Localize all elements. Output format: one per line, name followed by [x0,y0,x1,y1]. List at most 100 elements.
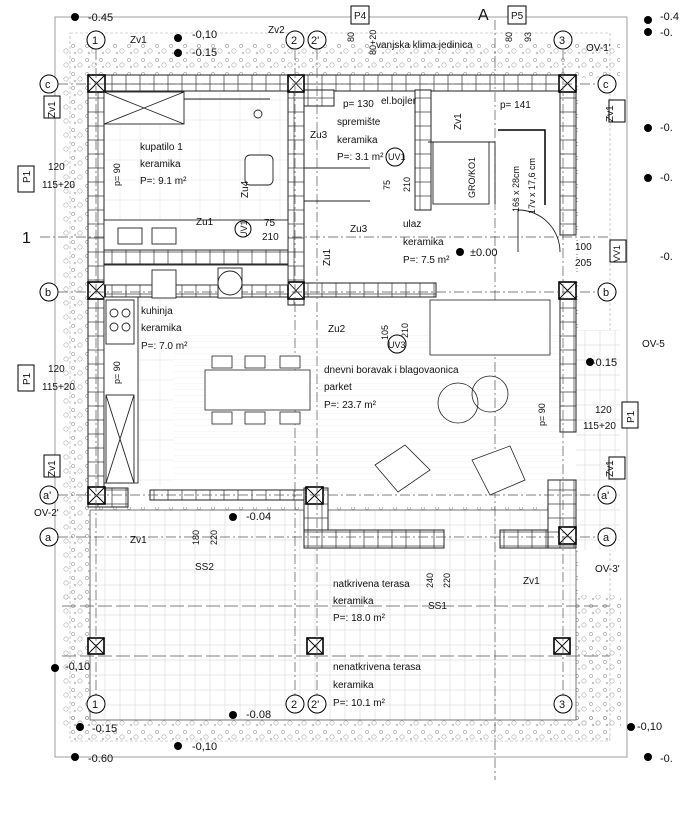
label-p90b: p= 90 [112,361,122,384]
label-zv1-l1: Zv1 [47,101,58,118]
label-lvl-r4: -0. [660,172,673,184]
label-klima: vanjska klima jedinica [376,40,473,51]
label-axis-b-l: b [45,287,51,299]
label-d80a: 80 [346,32,356,42]
label-zv2: Zv2 [268,25,285,36]
label-d115c: 115+20 [583,421,616,432]
label-axis-2p-top: 2' [311,35,319,47]
label-d105: 105 [380,325,390,340]
label-dn-area: P=: 23.7 m² [324,400,377,411]
label-stair2: 17v x 17,6 cm [527,158,537,214]
label-lvl-000: ±0.00 [470,247,497,259]
label-lvl-m045: -0.45 [88,12,113,24]
label-nenat-ker: keramika [333,680,374,691]
label-axis-ap-r: a' [601,490,609,502]
label-d220b: 220 [442,573,452,588]
label-uv3: UV3 [388,340,406,350]
label-p90a: p= 90 [112,163,122,186]
label-zu3b: Zu3 [350,224,368,235]
label-d210a: 210 [402,177,412,192]
label-ov2p: OV-2' [34,508,59,519]
label-spr-area: P=: 3.1 m² [337,152,384,163]
label-spremiste: spremište [337,117,381,128]
label-axis-3-top: 3 [559,35,565,47]
label-ss1: SS1 [428,601,447,612]
label-lvl-m060: -0.60 [88,753,113,765]
label-axis-2-bot: 2 [291,699,297,711]
label-lvl-m015-top: -0.15 [192,47,217,59]
label-kup-name: kupatilo 1 [140,142,183,153]
label-lvl-r3: -0. [660,122,673,134]
label-lvl-r6: -0. [660,753,673,765]
label-axis-b-r: b [603,287,609,299]
label-axis-a-l: a [45,532,52,544]
label-zu1b: Zu1 [322,248,333,266]
label-zv1-r2: Zv1 [605,460,616,477]
label-lvl-m010-l: -0,10 [65,661,90,673]
label-d100: 100 [575,242,592,253]
label-stair1: 16š x 28cm [511,166,521,212]
label-uv1-a: UV1 [388,152,406,162]
label-d210b: 210 [262,232,279,243]
label-uv1-b: UV1 [239,220,249,238]
label-lvl-m010-r: -0,10 [637,721,662,733]
label-axis-a-r: a [603,532,610,544]
label-zu2: Zu2 [328,324,346,335]
label-dn-par: parket [324,382,352,393]
label-nenat: nenatkrivena terasa [333,662,421,673]
label-axis-c-l: c [45,79,51,91]
label-d120b: 120 [48,364,65,375]
label-p5: P5 [511,11,524,22]
label-ov1p: OV-1' [586,43,611,54]
label-p130: p= 130 [343,99,374,110]
label-zv1-r1: Zv1 [605,105,616,122]
label-d220a: 220 [209,530,219,545]
label-kuh: kuhinja [141,306,173,317]
label-d115b: 115+20 [42,382,75,393]
label-p141: p= 141 [500,100,531,111]
label-groko: GRO/KO1 [467,157,477,198]
label-lvl-r5: -0. [660,251,673,263]
label-d93: 93 [523,32,533,42]
label-d120c: 120 [595,405,612,416]
label-ulaz-ker: keramika [403,237,444,248]
label-d80b: 80 [504,32,514,42]
label-zv1-a: Zv1 [130,35,147,46]
label-d210c: 210 [400,323,410,338]
label-nenat-area: P=: 10.1 m² [333,698,386,709]
label-natk-ker: keramika [333,596,374,607]
label-ov3p: OV-3' [595,564,620,575]
label-lvl-m004: -0.04 [246,511,271,523]
label-kuh-area: P=: 7.0 m² [141,341,188,352]
label-p4: P4 [354,11,367,22]
label-zu4: Zu4 [240,180,251,198]
label-kuh-ker: keramika [141,323,182,334]
label-ulaz: ulaz [403,219,421,230]
label-sec-a: A [478,7,489,24]
label-spr-ker: keramika [337,135,378,146]
label-axis-3-bot: 3 [559,699,565,711]
label-d120a: 120 [48,162,65,173]
label-d75b: 75 [264,218,276,229]
label-axis-2p-bot: 2' [311,699,319,711]
label-d205: 205 [575,258,592,269]
label-axis-c-r: c [603,79,609,91]
label-lvl-m010-b: -0,10 [192,741,217,753]
label-ov5: OV-5 [642,339,665,350]
label-dnevni: dnevni boravak i blagovaonica [324,365,459,376]
label-sec-1: 1 [22,230,31,247]
label-zu1a: Zu1 [196,217,214,228]
label-ulaz-area: P=: 7.5 m² [403,255,450,266]
label-axis-ap-l: a' [43,490,51,502]
label-vv1: VV1 [612,245,622,262]
label-bojler: el.bojler [381,96,417,107]
label-lvl-m015-r: -0.15 [592,357,617,369]
label-p90c: p= 90 [537,403,547,426]
label-zv1-b1: Zv1 [130,535,147,546]
label-d180: 180 [191,530,201,545]
label-kup-area: P=: 9.1 m² [140,176,187,187]
label-ss2: SS2 [195,562,214,573]
label-p1c: P1 [626,410,637,423]
